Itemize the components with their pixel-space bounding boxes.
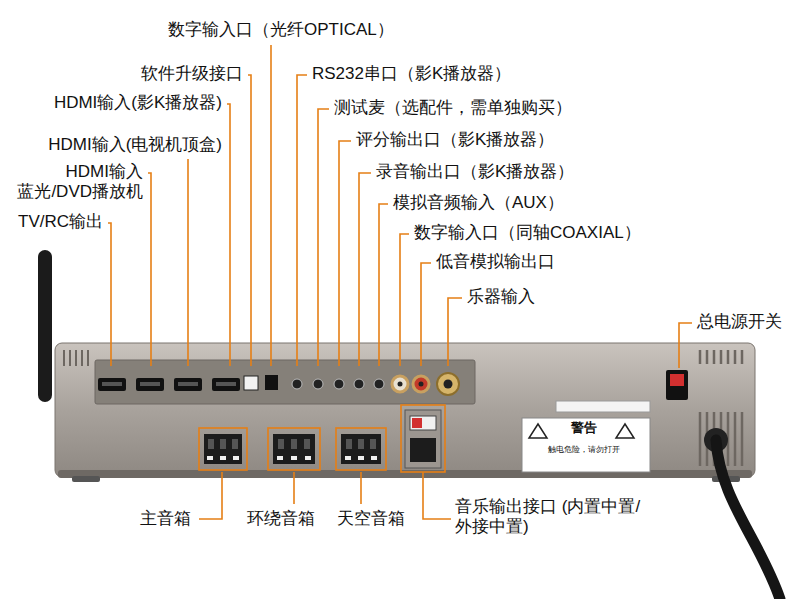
callout-label: TV/RC输出 — [18, 212, 103, 232]
callout-label: 环绕音箱 — [247, 509, 315, 529]
callout-label: 主音箱 — [140, 509, 191, 529]
power-switch — [666, 370, 688, 400]
optical-port — [265, 375, 278, 390]
antenna — [38, 250, 52, 402]
music-output-block — [405, 410, 441, 468]
instrument-jack — [437, 373, 459, 395]
warning-icon — [529, 424, 547, 438]
callout-label: HDMI输入(电视机顶盒) — [48, 135, 222, 155]
callout-label: HDMI输入(影K播放器) — [54, 93, 222, 113]
serial-sticker — [556, 401, 650, 412]
power-cord — [716, 440, 780, 599]
callout-label: 乐器输入 — [467, 287, 535, 307]
warning-icon — [616, 424, 634, 438]
callout-label: 音乐输出接口 (内置中置/外接中置) — [455, 497, 645, 537]
callout-label: 天空音箱 — [337, 509, 405, 529]
callout-label: 测试麦（选配件，需单独购买） — [334, 98, 572, 118]
callout-label: RS232串口（影K播放器） — [312, 64, 511, 84]
vents — [64, 350, 88, 366]
rca-sub — [413, 376, 429, 392]
selector-switch — [410, 416, 436, 430]
callout-label: HDMI输入 蓝光/DVD播放机 — [3, 162, 143, 202]
highlight-frames — [199, 405, 445, 472]
rca-coaxial — [392, 376, 408, 392]
callout-label: 总电源开关 — [697, 312, 782, 332]
mini-jacks — [292, 379, 384, 389]
callout-label: 数字输入口（同轴COAXIAL） — [414, 223, 641, 243]
callout-label: 软件升级接口 — [141, 64, 243, 84]
warning-sticker — [522, 418, 650, 472]
callout-label: 录音输出口（影K播放器） — [376, 162, 574, 182]
callout-label: 评分输出口（影K播放器） — [356, 130, 554, 150]
callout-label: 模拟音频输入（AUX） — [393, 193, 564, 213]
hdmi-ports — [98, 378, 240, 391]
callout-label: 低音模拟输出口 — [436, 252, 555, 272]
usb-port — [244, 376, 258, 390]
callout-label: 数字输入口（光纤OPTICAL） — [168, 20, 394, 40]
foot — [72, 476, 100, 482]
warning-text: 触电危险，请勿打开 — [548, 445, 620, 455]
warning-text: 警告 — [571, 420, 597, 436]
chassis — [55, 343, 755, 477]
hdmi-inner — [102, 382, 236, 386]
port-panel — [95, 360, 475, 404]
speaker-terminals — [204, 434, 381, 464]
leader-lines — [108, 45, 692, 519]
